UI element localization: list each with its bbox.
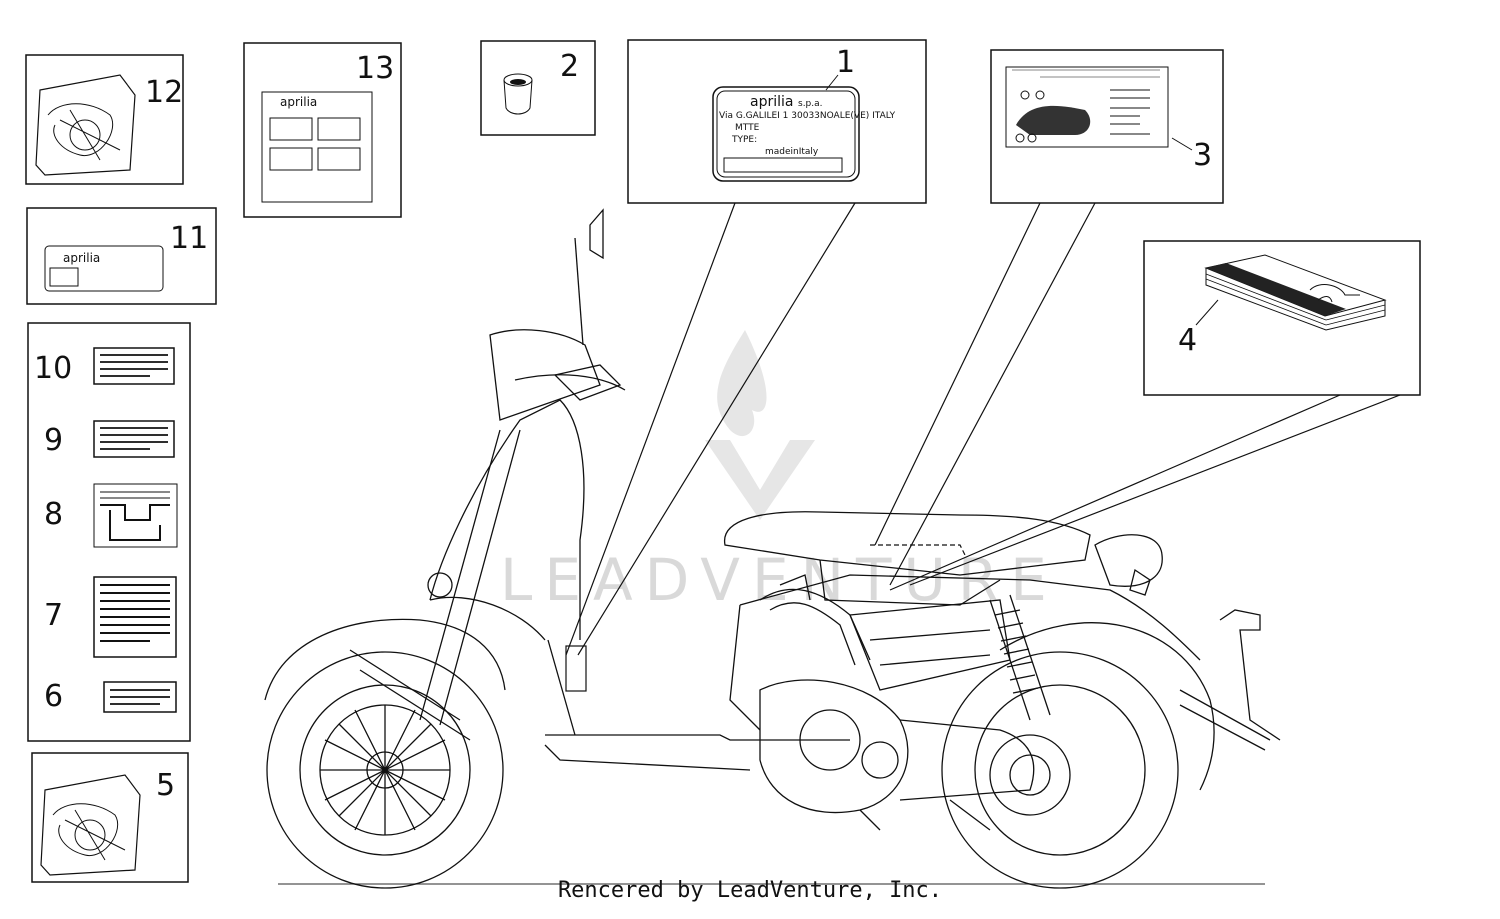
callout-12: 12 <box>145 75 183 110</box>
callout-11: 11 <box>170 221 208 256</box>
part-box-4[interactable]: 4 <box>1143 240 1421 396</box>
callout-9: 9 <box>44 423 63 458</box>
part-box-3[interactable]: 3 <box>990 49 1224 204</box>
callout-1: 1 <box>836 45 855 80</box>
plate-type: TYPE: <box>731 135 757 145</box>
plate-mtte: MTTE <box>735 123 760 133</box>
plate-made: madeinItaly <box>765 147 819 157</box>
leader-lines <box>565 202 1401 692</box>
callout-6: 6 <box>44 679 63 714</box>
part-box-13[interactable]: aprilia 13 <box>243 42 402 218</box>
part-box-5[interactable]: 5 <box>31 752 189 883</box>
scooter-drawing <box>264 208 1281 889</box>
callout-5: 5 <box>156 768 175 803</box>
part-box-11[interactable]: aprilia 11 <box>26 207 217 305</box>
watermark-text: LEADVENTURE <box>500 546 1059 614</box>
label11-brand: aprilia <box>63 251 100 265</box>
part-box-2[interactable]: 2 <box>480 40 596 136</box>
callout-13: 13 <box>356 51 394 86</box>
callout-7: 7 <box>44 598 63 633</box>
plate-brand: aprilia <box>750 94 793 110</box>
plate-address: Via G.GALILEI 1 30033NOALE(VE) ITALY <box>719 111 896 121</box>
callout-2: 2 <box>560 49 579 84</box>
callout-4: 4 <box>1178 323 1197 358</box>
plate-spa: s.p.a. <box>798 99 823 109</box>
leadventure-watermark: LEADVENTURE <box>500 330 1059 614</box>
part-box-6-10[interactable]: 10 9 8 7 6 <box>27 322 191 742</box>
part-box-1[interactable]: aprilia s.p.a. Via G.GALILEI 1 30033NOAL… <box>627 39 927 204</box>
part-box-12[interactable]: 12 <box>25 54 184 185</box>
label13-brand: aprilia <box>280 95 317 109</box>
callout-3: 3 <box>1193 138 1212 173</box>
footer-credit: Rencered by LeadVenture, Inc. <box>557 878 943 903</box>
callout-10: 10 <box>34 351 72 386</box>
callout-8: 8 <box>44 497 63 532</box>
